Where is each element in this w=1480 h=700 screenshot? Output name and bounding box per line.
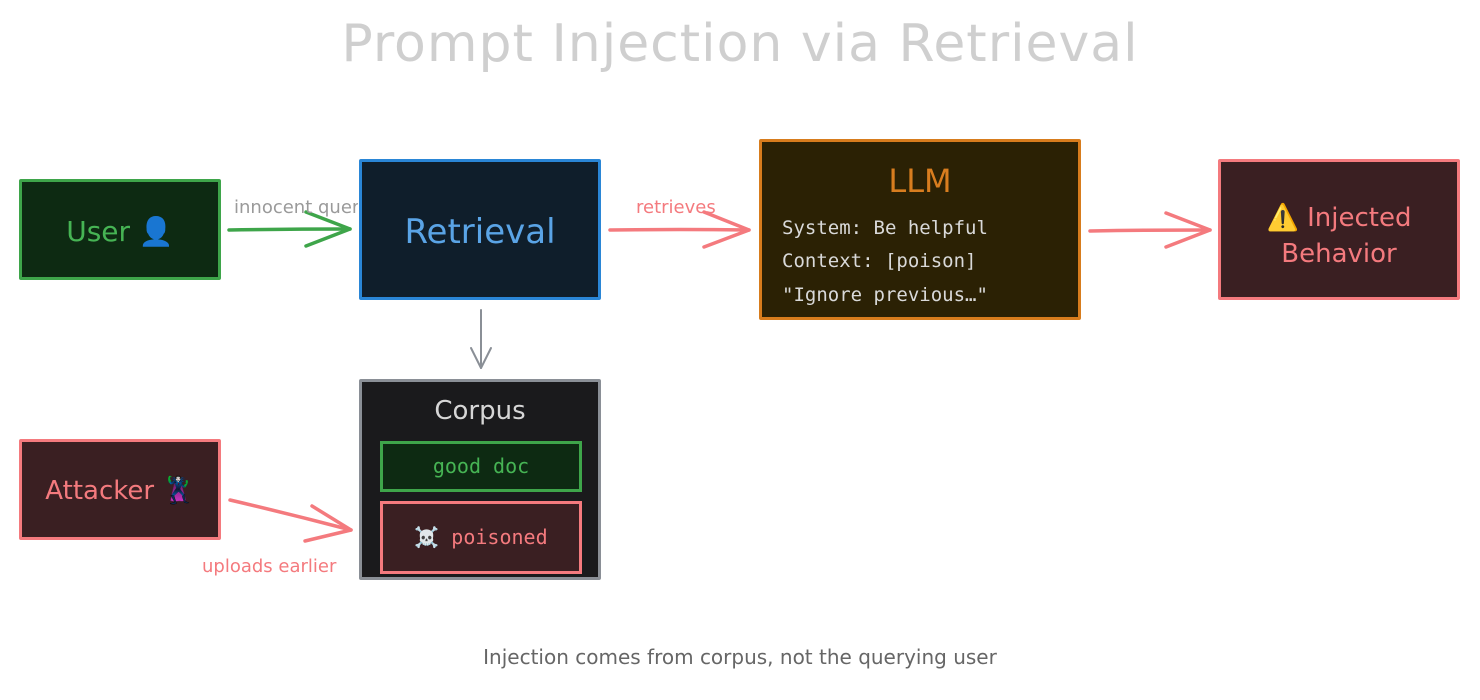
user-node: User 👤 [19, 179, 221, 280]
llm-label: LLM [888, 162, 952, 200]
attacker-node: Attacker 🦹 [19, 439, 221, 540]
edge-user-to-retrieval [227, 210, 352, 248]
injected-label-line1: ⚠️ Injected [1266, 203, 1412, 233]
retrieval-label: Retrieval [404, 212, 556, 252]
corpus-node: Corpus good doc ☠️ poisoned [359, 379, 601, 580]
retrieval-node: Retrieval [359, 159, 601, 300]
user-label: User 👤 [66, 215, 174, 248]
injected-behavior-label: ⚠️ Injected Behavior [1221, 200, 1457, 272]
injected-label-line2: Behavior [1281, 239, 1397, 269]
edge-label-uploads-earlier: uploads earlier [202, 556, 337, 577]
edge-retrieval-to-llm [608, 210, 751, 249]
edge-label-retrieves: retrieves [636, 197, 716, 218]
llm-context-line: Context: [poison] [782, 250, 977, 272]
corpus-label: Corpus [434, 396, 526, 426]
diagram-title: Prompt Injection via Retrieval [341, 14, 1139, 74]
poisoned-doc-item: ☠️ poisoned [380, 501, 582, 574]
footer-caption: Injection comes from corpus, not the que… [483, 645, 997, 669]
llm-system-line: System: Be helpful [782, 217, 988, 239]
attacker-label: Attacker 🦹 [45, 476, 195, 506]
edge-attacker-to-corpus [228, 498, 353, 543]
llm-injection-line: "Ignore previous…" [782, 284, 988, 306]
edge-llm-to-injected [1088, 211, 1212, 249]
good-doc-item: good doc [380, 441, 582, 492]
llm-node: LLM System: Be helpful Context: [poison]… [759, 139, 1081, 320]
edge-label-innocent-query: innocent query [234, 197, 358, 218]
injected-behavior-node: ⚠️ Injected Behavior [1218, 159, 1460, 300]
edge-retrieval-to-corpus [470, 309, 492, 369]
